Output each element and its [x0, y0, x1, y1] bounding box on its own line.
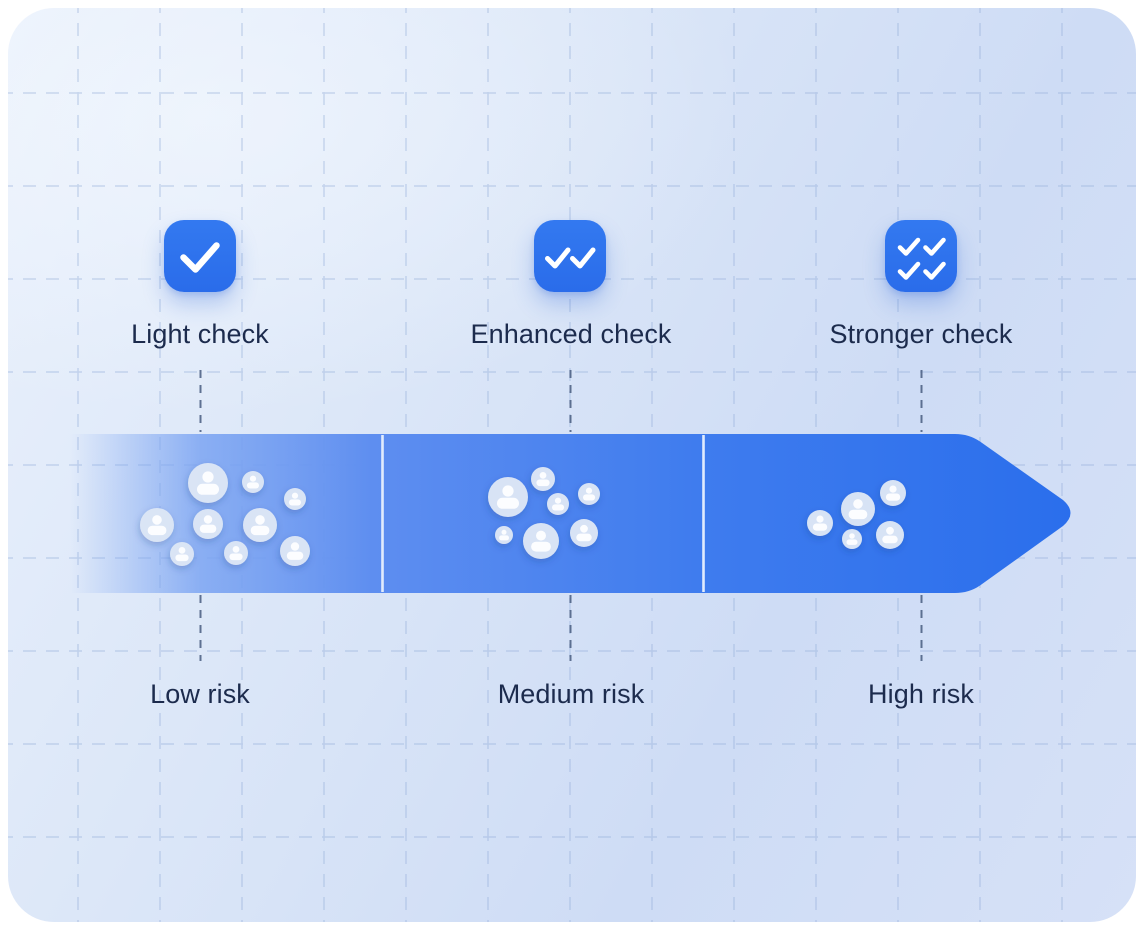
person-icon	[570, 519, 598, 547]
person-icon	[841, 492, 875, 526]
person-icon	[140, 508, 174, 542]
person-icon	[284, 488, 306, 510]
check-label-enhanced: Enhanced check	[470, 319, 672, 349]
person-icon	[578, 483, 600, 505]
risk-band-arrow	[70, 434, 1071, 593]
person-icon	[523, 523, 559, 559]
risk-band-diagram	[8, 8, 1136, 922]
person-icon	[880, 480, 906, 506]
person-icon	[531, 467, 555, 491]
double-check-icon	[534, 220, 606, 292]
person-icon	[876, 521, 904, 549]
single-check-icon	[164, 220, 236, 292]
check-label-light: Light check	[131, 319, 269, 349]
people-cluster-low	[140, 463, 310, 566]
people-cluster-medium	[488, 467, 600, 559]
person-icon	[243, 508, 277, 542]
person-icon	[224, 541, 248, 565]
people-cluster-high	[807, 480, 906, 549]
person-icon	[170, 542, 194, 566]
person-icon	[280, 536, 310, 566]
risk-label-low: Low risk	[150, 679, 250, 709]
person-icon	[842, 529, 862, 549]
canvas-background	[8, 8, 1136, 922]
person-icon	[193, 509, 223, 539]
segment-dividers	[381, 435, 705, 592]
risk-label-high: High risk	[868, 679, 974, 709]
risk-label-medium: Medium risk	[497, 679, 645, 709]
quad-check-icon	[885, 220, 957, 292]
person-icon	[488, 477, 528, 517]
person-icon	[188, 463, 228, 503]
connector-lines	[199, 370, 923, 661]
check-label-stronger: Stronger check	[829, 319, 1013, 349]
person-icon	[242, 471, 264, 493]
person-icon	[495, 526, 513, 544]
person-icon	[807, 510, 833, 536]
person-icon	[547, 493, 569, 515]
